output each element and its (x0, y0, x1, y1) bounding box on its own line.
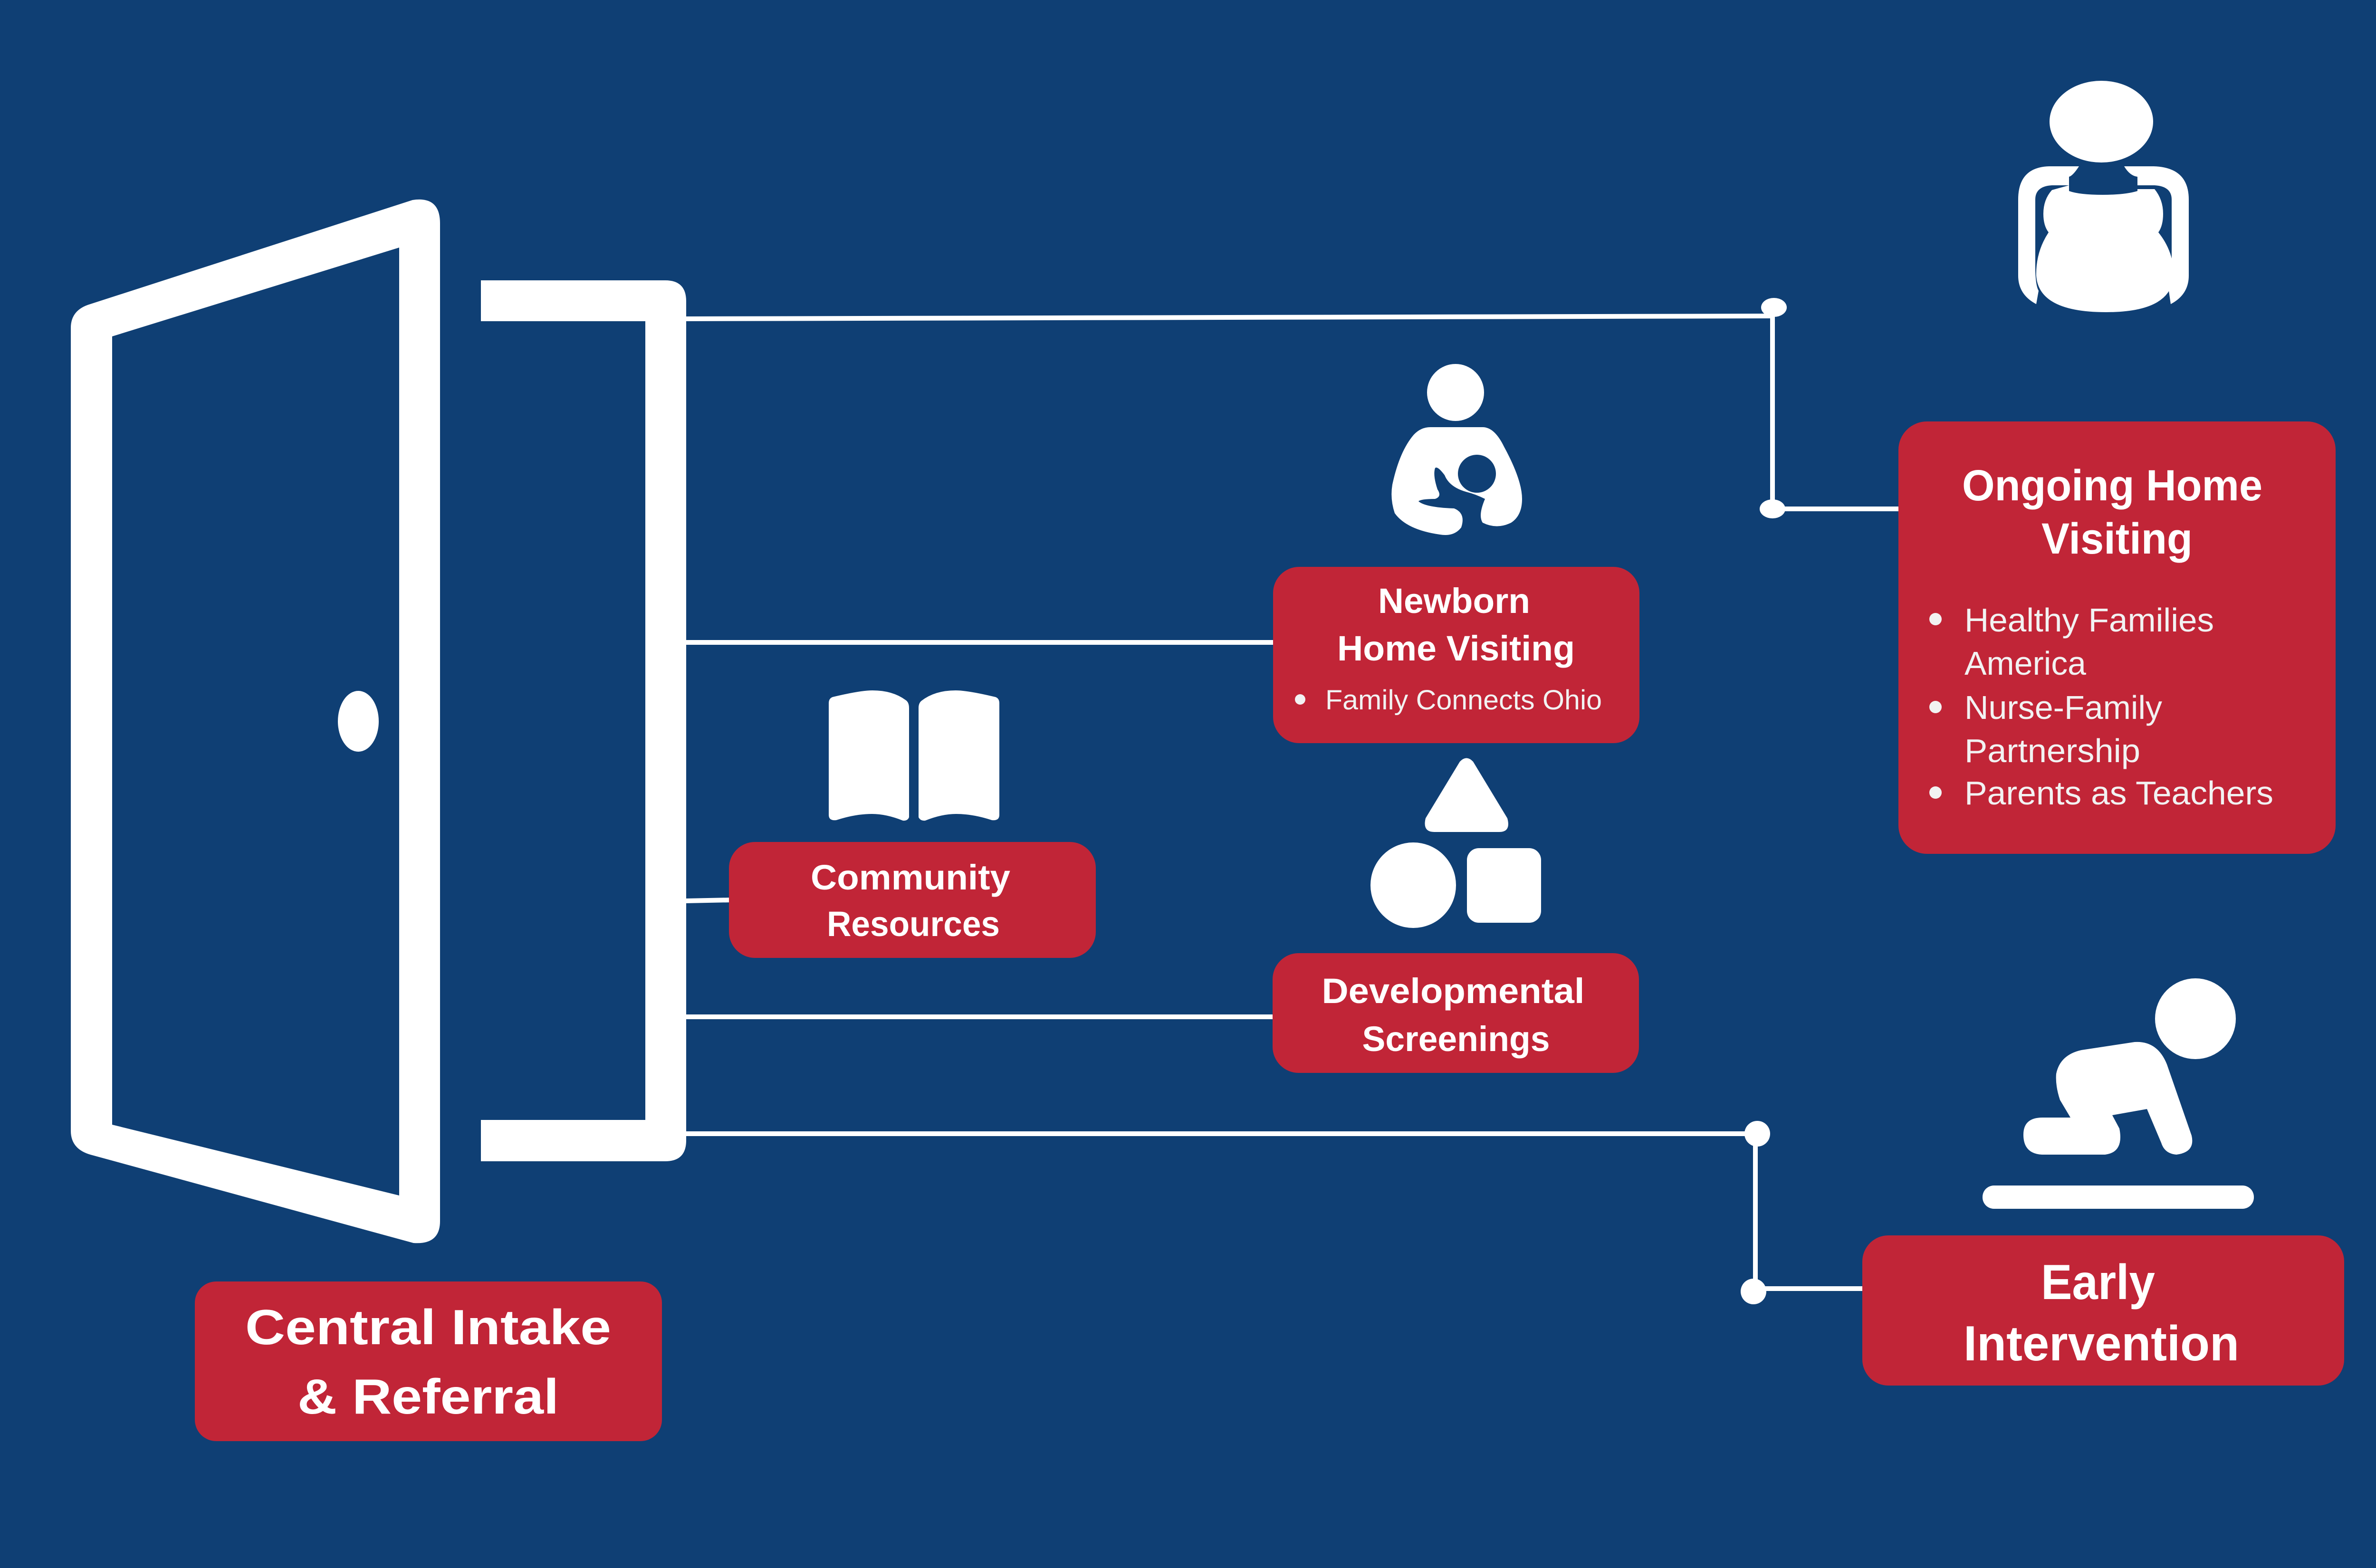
square (1467, 848, 1541, 923)
ongoing-bullet-1-line1: Healthy Families (1964, 602, 2214, 639)
bullet-dot (1929, 786, 1942, 799)
belly (2036, 185, 2174, 312)
connector-node (1760, 499, 1785, 518)
left-page (829, 690, 909, 821)
head (2050, 81, 2153, 163)
open-door-icon (71, 199, 686, 1243)
head (1427, 364, 1484, 421)
pregnant-woman-icon (2018, 81, 2189, 312)
bullet-dot (1929, 613, 1942, 625)
community-title-line2: Resources (827, 904, 1000, 944)
shapes-icon (1370, 758, 1541, 928)
body (2023, 1042, 2193, 1155)
crawling-baby-icon (1983, 978, 2254, 1209)
central-intake-box-bg (195, 1281, 662, 1441)
circle (1370, 842, 1456, 928)
early-title-line2: Intervention (1964, 1316, 2239, 1371)
newborn-title-line2: Home Visiting (1337, 629, 1575, 668)
central-intake-title-line2: & Referral (297, 1369, 559, 1425)
early-box-bg (1862, 1235, 2344, 1386)
head (2155, 978, 2236, 1059)
door-frame (481, 280, 686, 1161)
breastfeeding-icon (1391, 364, 1522, 535)
central-intake-title-line1: Central Intake (245, 1300, 611, 1355)
developmental-screenings-box[interactable]: Developmental Screenings (1273, 953, 1639, 1073)
bullet-dot (1929, 701, 1942, 713)
community-title-line1: Community (811, 858, 1010, 897)
early-intervention-box[interactable]: Early Intervention (1862, 1235, 2344, 1386)
right-page (919, 690, 999, 821)
door-panel (71, 199, 440, 1243)
ongoing-bullet-2-line1: Nurse-Family (1964, 689, 2162, 726)
developmental-title-line2: Screenings (1362, 1019, 1550, 1059)
community-resources-box[interactable]: Community Resources (729, 842, 1096, 958)
door-knob (338, 691, 379, 752)
ongoing-title-line1: Ongoing Home (1962, 461, 2262, 510)
ongoing-bullet-3-line1: Parents as Teachers (1964, 774, 2273, 812)
community-box-bg (729, 842, 1096, 958)
mat (1983, 1186, 2254, 1209)
connector-community (685, 898, 732, 903)
newborn-bullet: Family Connects Ohio (1325, 685, 1602, 716)
connector-node (1761, 298, 1787, 317)
newborn-home-visiting-box[interactable]: Newborn Home Visiting Family Connects Oh… (1273, 567, 1639, 743)
open-book-icon (829, 690, 999, 821)
connector-node (1744, 1121, 1770, 1147)
connector-node (1741, 1279, 1766, 1304)
triangle (1425, 758, 1508, 832)
arms (2018, 166, 2189, 304)
connector-ongoing-top (685, 314, 1774, 321)
ongoing-bullet-2-line2: Partnership (1964, 732, 2140, 769)
early-title-line1: Early (2041, 1255, 2155, 1310)
connectors (685, 298, 1899, 1304)
ongoing-home-visiting-box[interactable]: Ongoing Home Visiting Healthy Families A… (1898, 421, 2336, 854)
developmental-title-line1: Developmental (1322, 971, 1585, 1011)
ongoing-box-bg (1898, 421, 2336, 854)
ongoing-bullet-1-line2: America (1964, 645, 2086, 682)
newborn-box-bg (1273, 567, 1639, 743)
central-intake-box[interactable]: Central Intake & Referral (195, 1281, 662, 1441)
body (1391, 427, 1522, 535)
ongoing-title-line2: Visiting (2041, 515, 2193, 563)
developmental-box-bg (1273, 953, 1639, 1073)
bullet-dot (1295, 694, 1305, 705)
newborn-title-line1: Newborn (1378, 581, 1530, 621)
